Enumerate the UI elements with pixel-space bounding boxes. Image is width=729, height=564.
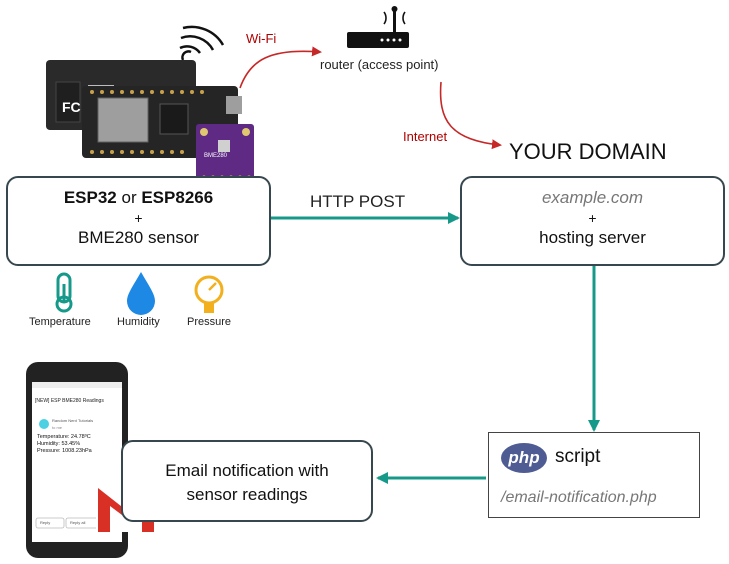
or-label: or (121, 188, 137, 207)
phone-humidity: Humidity: 53.45% (37, 441, 81, 447)
wifi-label: Wi-Fi (246, 31, 277, 46)
php-script-title: script (555, 446, 601, 467)
water-drop-icon (127, 272, 155, 315)
temperature-label: Temperature (29, 316, 91, 328)
phone-email-sender-sub: to me (52, 425, 63, 430)
plus-sign-server: + (588, 210, 597, 226)
thermometer-icon (55, 272, 73, 313)
hosting-server-label: hosting server (539, 228, 646, 247)
esp32-label: ESP32 (63, 188, 117, 207)
http-post-label: HTTP POST (310, 192, 406, 211)
pressure-label: Pressure (187, 316, 232, 328)
svg-text:FC: FC (62, 99, 81, 115)
php-logo-icon: php (501, 443, 547, 473)
router-label: router (access point) (320, 57, 439, 72)
humidity-label: Humidity (117, 316, 160, 328)
esp-device-box: ESP32 or ESP8266 + BME280 sensor (6, 176, 271, 266)
php-script-box: php script /email-notification.php (488, 432, 700, 518)
plus-sign: + (134, 210, 143, 226)
php-script-path: /email-notification.php (501, 489, 657, 506)
phone-pressure: Pressure: 1008.23hPa (37, 448, 92, 454)
phone-email-subject: [NEW] ESP BME280 Readings (35, 398, 104, 404)
domain-example: example.com (541, 188, 644, 207)
router-icon (347, 6, 409, 48)
email-line-2: sensor readings (186, 485, 308, 504)
phone-reply-button: Reply (40, 520, 51, 525)
email-line-1: Email notification with (165, 461, 329, 480)
esp8266-label: ESP8266 (141, 188, 214, 207)
pressure-gauge-icon (194, 275, 224, 313)
wifi-arrow (239, 46, 322, 89)
phone-temperature: Temperature: 24.78ºC (37, 434, 91, 440)
bme280-chip-label: BME280 (204, 153, 228, 159)
internet-arrow (439, 81, 502, 150)
phone-email-sender: Random Nerd Tutorials (52, 418, 94, 423)
email-notification-box: Email notification with sensor readings (121, 440, 373, 522)
domain-title: YOUR DOMAIN (509, 139, 667, 164)
hosting-server-box: example.com + hosting server (460, 176, 725, 266)
sensor-label: BME280 sensor (78, 228, 199, 247)
wifi-signal-icon (179, 25, 225, 61)
internet-label: Internet (403, 129, 448, 144)
phone-reply-all-button: Reply all (70, 520, 86, 525)
